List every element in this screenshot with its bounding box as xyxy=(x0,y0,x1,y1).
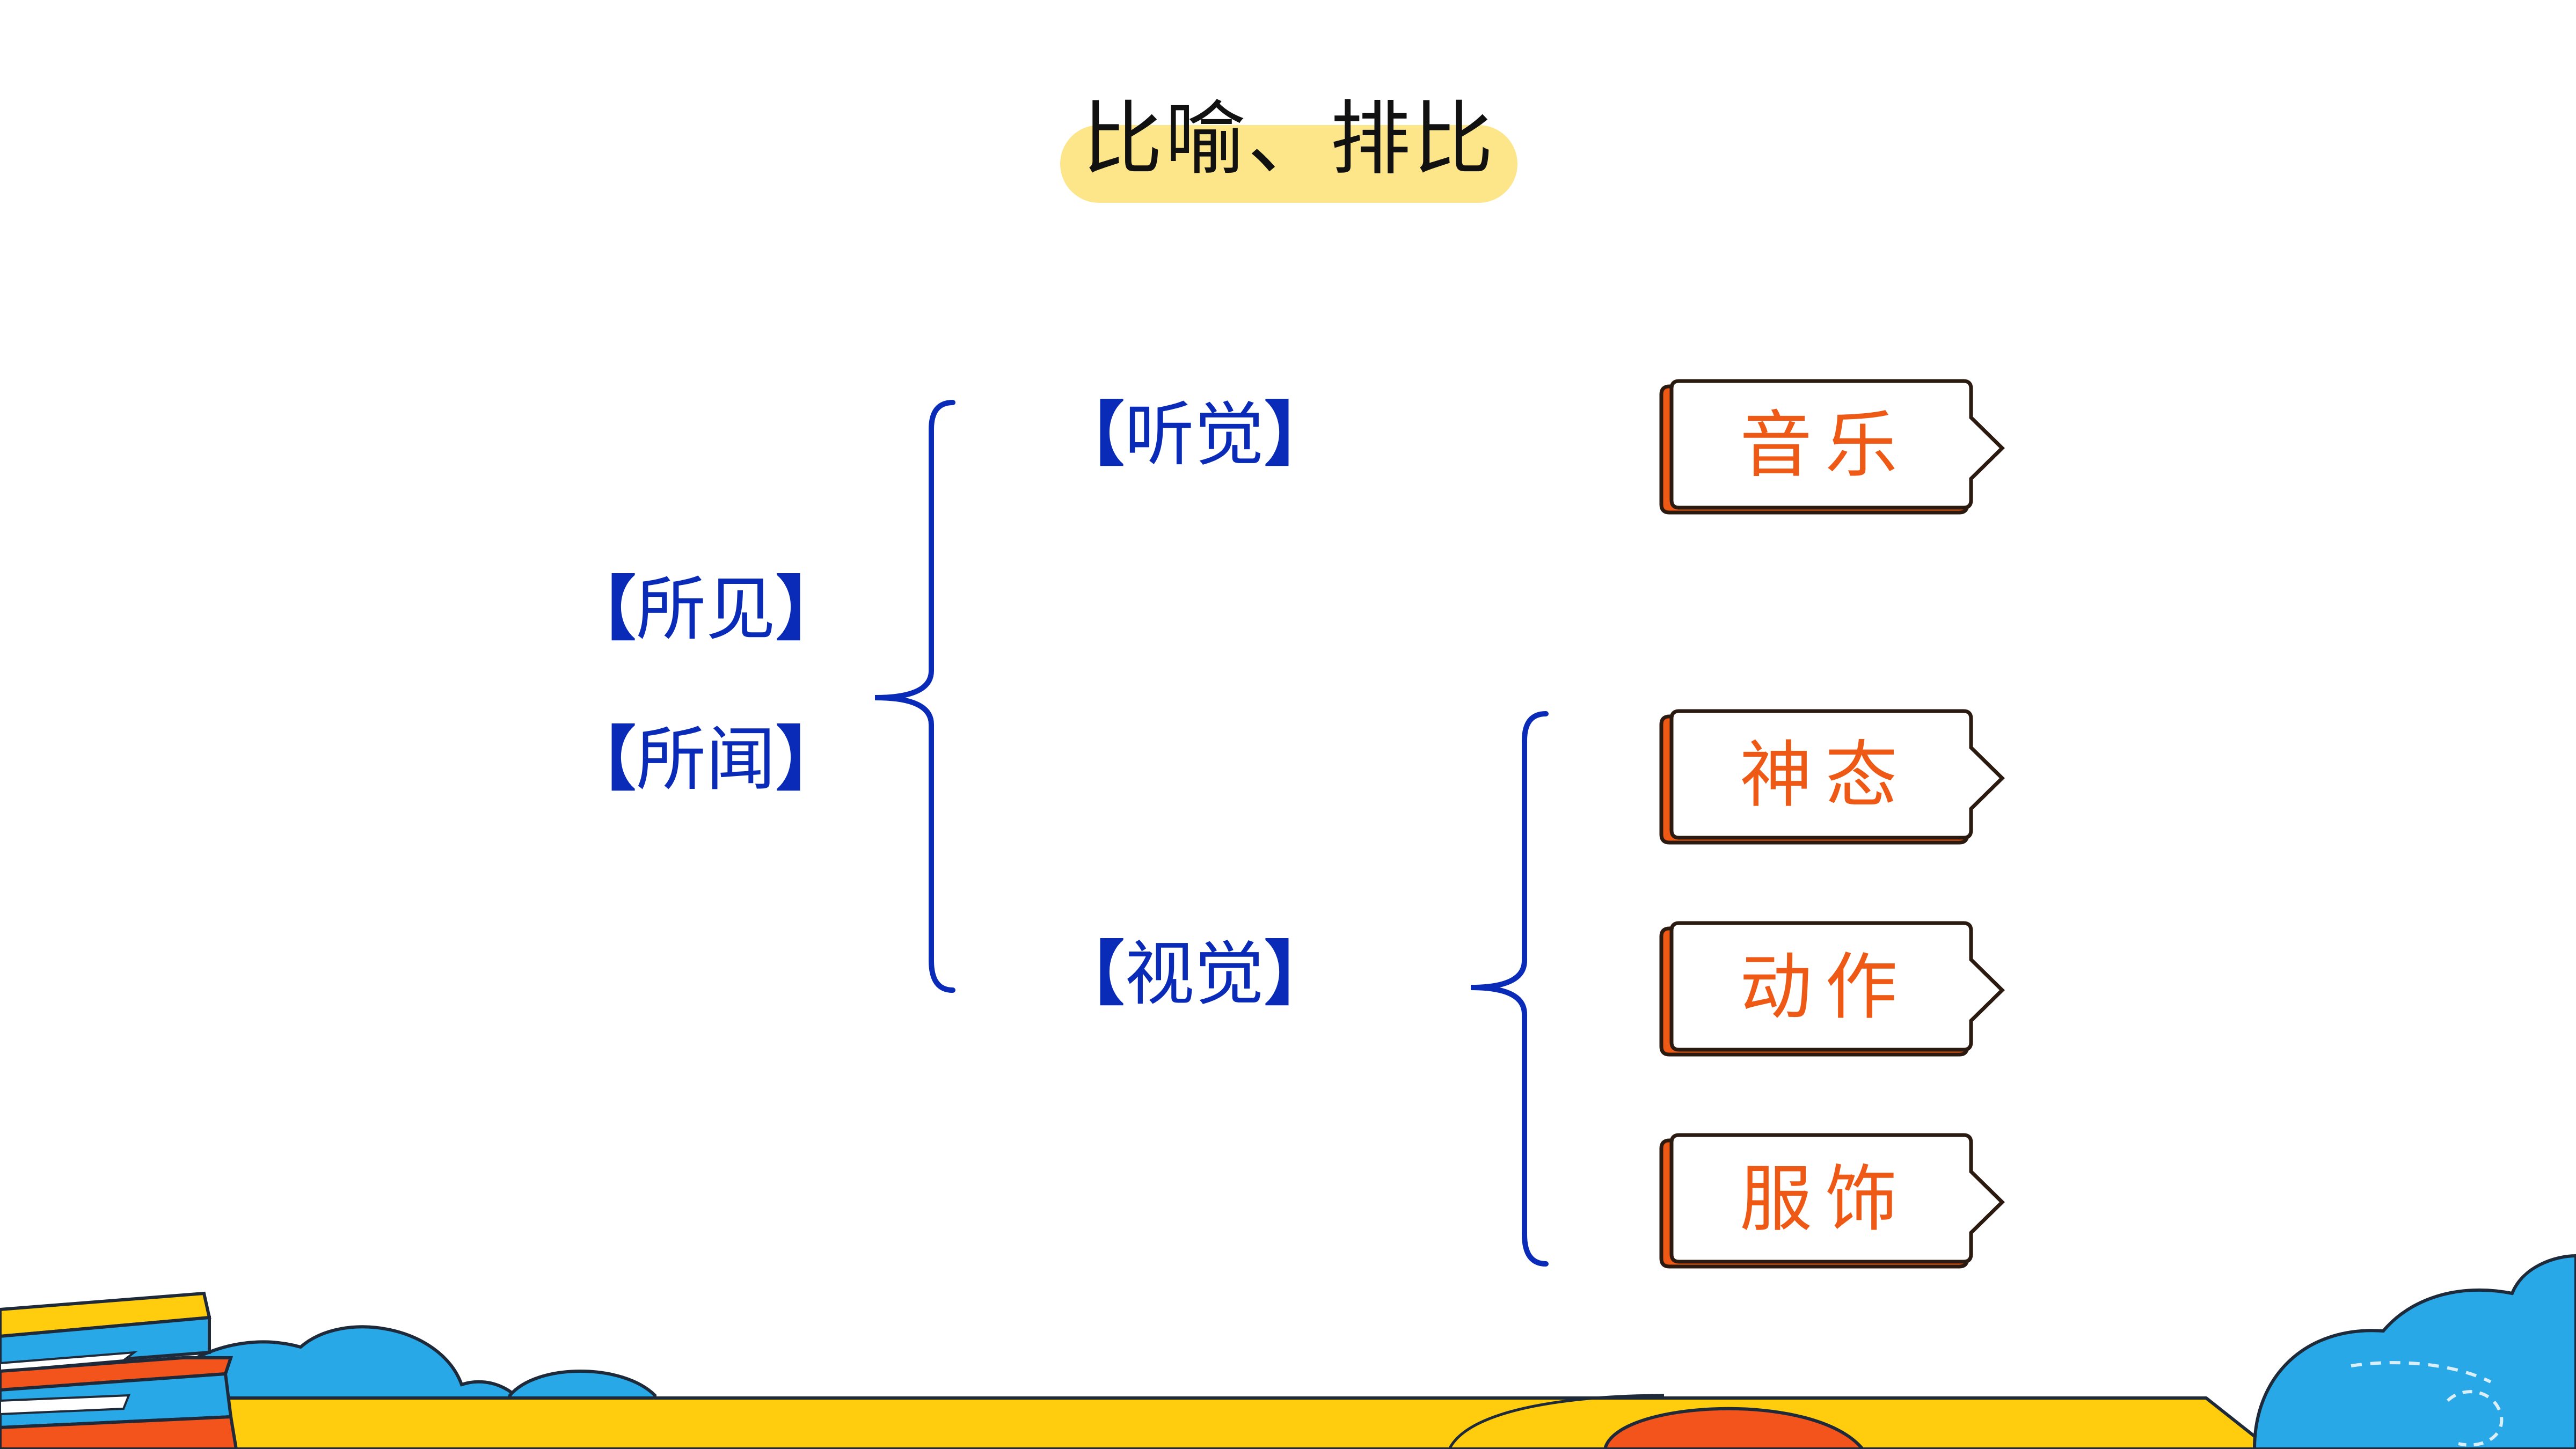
tag-box-music xyxy=(1659,379,2005,515)
tag-label-expression: 神态 xyxy=(1740,733,1910,817)
book-stack xyxy=(0,1291,238,1449)
bracket-open: 【 xyxy=(566,568,637,650)
term-label: 所见 xyxy=(636,568,776,650)
bracket-open: 【 xyxy=(1055,393,1125,475)
title-highlight xyxy=(1060,125,1517,203)
ground-arc xyxy=(1448,1394,1665,1449)
bracket-close: 】 xyxy=(1264,933,1334,1015)
bracket-close: 】 xyxy=(776,718,846,800)
branch-hearing: 【听觉】 xyxy=(1055,389,1334,480)
bracket-open: 【 xyxy=(566,718,637,800)
bracket-close: 】 xyxy=(1264,393,1334,475)
branch-vision: 【视觉】 xyxy=(1055,928,1334,1020)
tag-box-expression xyxy=(1659,709,2005,845)
page-title: 比喻、排比 xyxy=(1082,93,1495,186)
bracket-close: 】 xyxy=(776,568,846,650)
right-cloud xyxy=(2252,1254,2576,1449)
orange-disc xyxy=(1603,1407,1865,1449)
term-suojian: 【所见】 xyxy=(566,564,845,655)
tag-label-music: 音乐 xyxy=(1740,403,1910,487)
term-label: 所闻 xyxy=(636,719,776,800)
bracket-open: 【 xyxy=(1055,933,1125,1015)
branch-label: 听觉 xyxy=(1125,394,1265,475)
tag-label-clothing: 服饰 xyxy=(1740,1157,1910,1241)
main-brace xyxy=(874,400,955,993)
term-suowen: 【所闻】 xyxy=(566,714,845,805)
branch-label: 视觉 xyxy=(1125,933,1265,1015)
tag-box-clothing xyxy=(1659,1133,2005,1269)
visual-brace xyxy=(1470,711,1549,1267)
tag-box-action xyxy=(1659,921,2005,1057)
tag-label-action: 动作 xyxy=(1740,945,1910,1029)
